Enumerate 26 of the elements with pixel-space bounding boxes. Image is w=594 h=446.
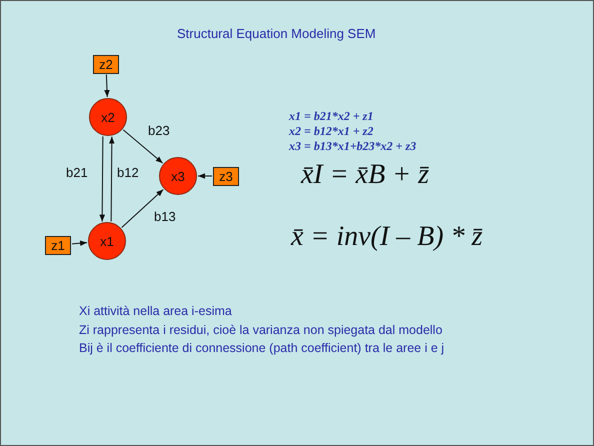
note-text: Xi attività nella area i-esima: [79, 304, 232, 318]
residual-box: z2: [93, 54, 119, 74]
arrow: [198, 173, 212, 179]
arrow: [99, 136, 105, 222]
edge-label: b21: [65, 165, 89, 180]
variable-circle: x1: [88, 222, 126, 260]
arrow: [72, 240, 88, 246]
equation: x3 = b13*x1+b23*x2 + z3: [289, 139, 416, 154]
variable-circle: x2: [89, 98, 127, 136]
arrow: [121, 189, 164, 228]
edge-label: b12: [116, 165, 140, 180]
equation: x2 = b12*x1 + z2: [289, 124, 374, 139]
edge-label: b23: [147, 123, 171, 138]
equation: x1 = b21*x2 + z1: [289, 109, 374, 124]
arrow: [122, 129, 164, 164]
slide-title: Structural Equation Modeling SEM: [177, 26, 376, 41]
note-text: Zi rappresenta i residui, cioè la varianza non spiegata dal modello: [79, 323, 442, 337]
residual-box: z1: [45, 236, 71, 254]
residual-box: z3: [213, 166, 239, 186]
arrow: [104, 74, 110, 98]
arrow: [108, 136, 115, 222]
variable-circle: x3: [159, 157, 197, 195]
edge-label: b13: [153, 209, 177, 224]
equation: x̄ = inv(I – B) * z̄: [291, 221, 483, 253]
equation: x̄I = x̄B + z̄: [301, 159, 429, 191]
note-text: Bij è il coefficiente di connessione (path coefficient) tra le aree i e j: [79, 341, 444, 355]
